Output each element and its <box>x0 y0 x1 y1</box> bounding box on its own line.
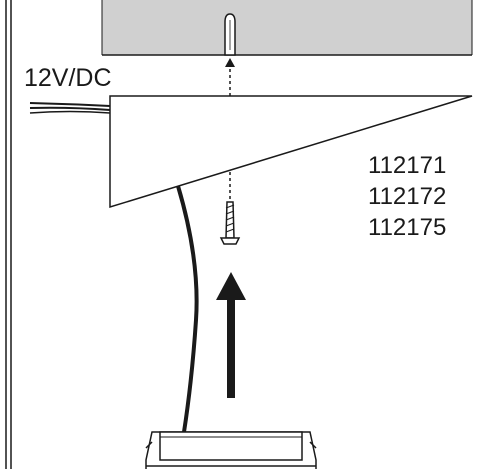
supply-wire <box>29 102 111 114</box>
part-number: 112172 <box>368 183 447 210</box>
wedge-housing <box>109 95 473 209</box>
wall-edge <box>5 0 12 469</box>
insert-direction-arrow <box>216 272 246 398</box>
wall-plug-icon <box>224 13 236 56</box>
guide-arrow-up-ceiling <box>225 58 235 96</box>
ceiling-slab <box>101 0 473 56</box>
part-number-list: 112171 112172 112175 <box>368 150 446 243</box>
part-number: 112175 <box>368 214 447 241</box>
voltage-label: 12V/DC <box>24 64 112 92</box>
lamp-cable <box>176 185 199 433</box>
screw-icon <box>219 201 241 245</box>
recessed-lamp-icon <box>145 431 317 469</box>
part-number: 112171 <box>368 152 447 179</box>
